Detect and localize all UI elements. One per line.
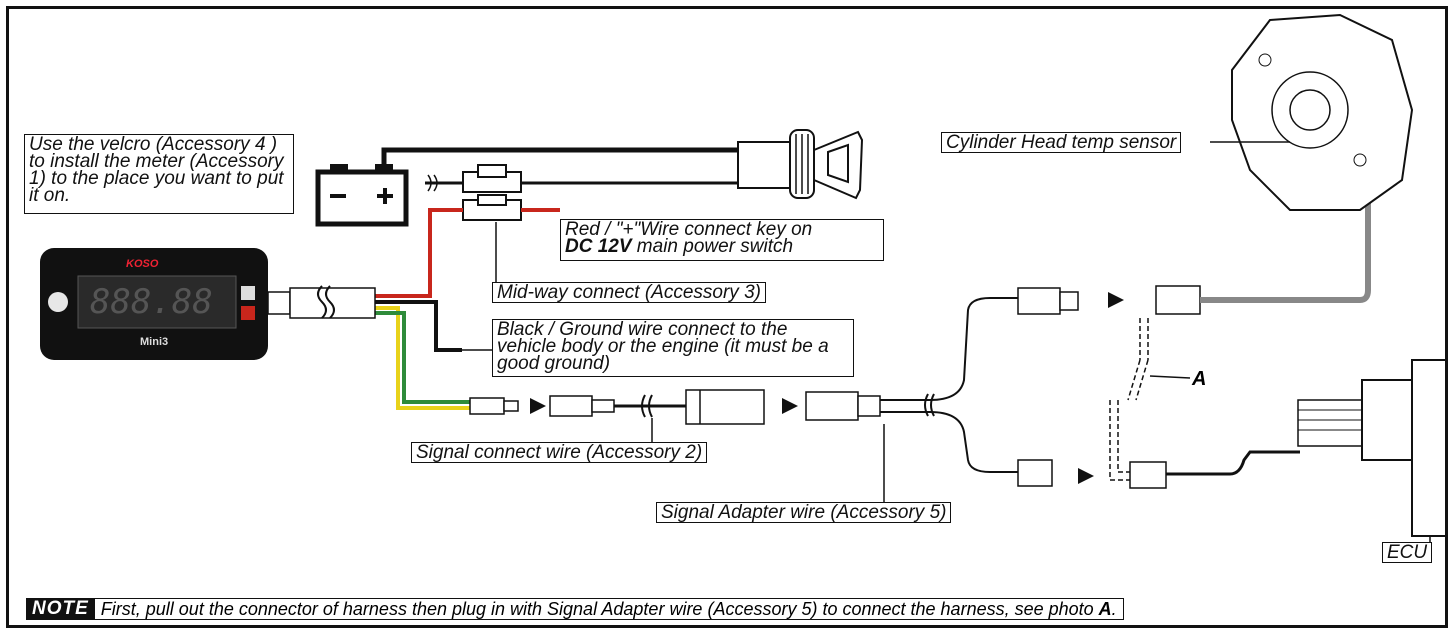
green-wire <box>375 311 470 404</box>
ecu-connector-icon <box>1129 359 1447 537</box>
signal-connect-wire-icon <box>469 389 765 425</box>
velcro-label: Use the velcro (Accessory 4 ) to install… <box>24 134 294 214</box>
note-row: NOTE First, pull out the connector of ha… <box>26 597 1124 621</box>
red-wire-label-dc: DC 12V <box>565 236 632 257</box>
key-switch-icon <box>737 129 864 200</box>
battery-wire <box>381 147 740 165</box>
ecu-label: ECU <box>1382 542 1433 563</box>
red-wire-label-line2: main power switch <box>631 236 794 257</box>
cylinder-head-icon <box>1231 13 1414 211</box>
photo-a-dashed-lines <box>1109 318 1149 481</box>
meter-brand: KOSO <box>126 258 159 270</box>
meter-display: 888.88 <box>90 282 213 322</box>
yellow-wire <box>375 306 470 410</box>
note-badge: NOTE <box>26 598 95 620</box>
cylinder-head-label: Cylinder Head temp sensor <box>941 132 1182 153</box>
note-text-end: . <box>1111 599 1117 619</box>
red-wire <box>375 208 463 298</box>
red-wire-label-line1: Red / "+"Wire connect key on <box>565 219 813 240</box>
midway-label: Mid-way connect (Accessory 3) <box>492 282 766 303</box>
note-photo-ref: A <box>1098 599 1112 619</box>
signal-adapter-wire-icon <box>782 287 1124 487</box>
signal-connect-label: Signal connect wire (Accessory 2) <box>411 442 708 463</box>
ground-wire <box>375 300 462 352</box>
note-text: First, pull out the connector of harness… <box>94 598 1124 620</box>
note-text-body: First, pull out the connector of harness… <box>100 599 1099 619</box>
harness-sleeve <box>267 285 376 319</box>
meter-model: Mini3 <box>140 336 169 348</box>
battery-icon <box>315 164 409 227</box>
sensor-connector-icon <box>1155 190 1371 315</box>
point-a-label: A <box>1192 368 1207 390</box>
midway-connector-icon <box>462 164 522 221</box>
diagram-frame <box>6 6 1448 628</box>
signal-adapter-label: Signal Adapter wire (Accessory 5) <box>656 502 952 523</box>
meter-device <box>40 248 268 360</box>
black-wire-label: Black / Ground wire connect to the vehic… <box>492 319 854 377</box>
red-wire-label: Red / "+"Wire connect key on DC 12V main… <box>560 219 884 261</box>
